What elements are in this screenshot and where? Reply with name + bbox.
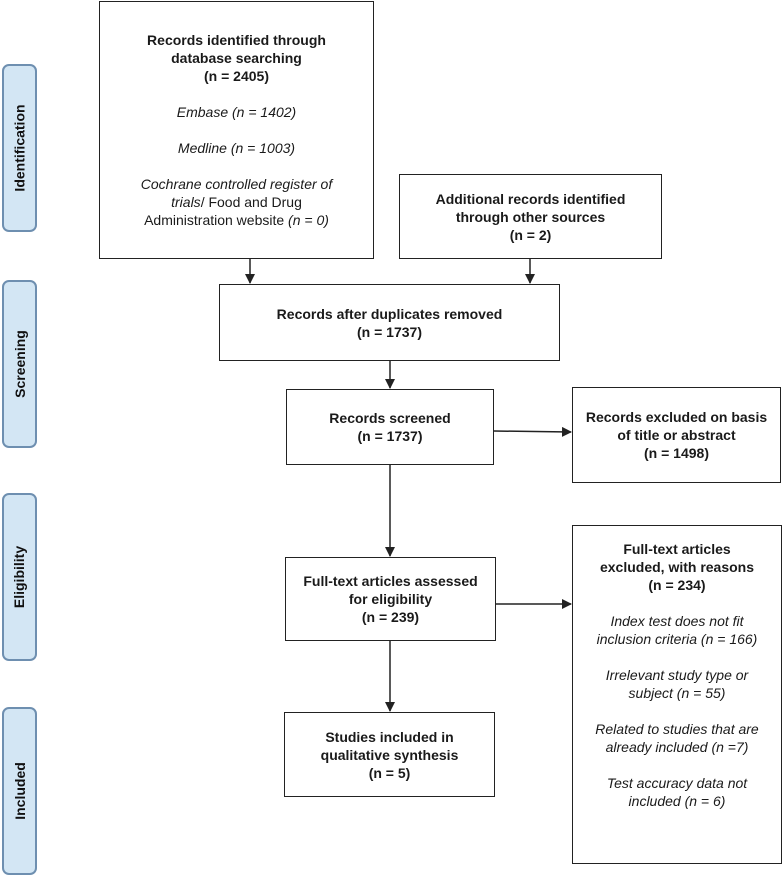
records-screened-box: Records screened (n = 1737) [286, 389, 494, 465]
stage-included: Included [2, 707, 37, 875]
database-trials: trials [171, 194, 201, 210]
excluded-title-line2: of title or abstract [617, 427, 736, 443]
fulltext-excluded-box: Full-text articles excluded, with reason… [572, 525, 782, 864]
stage-eligibility: Eligibility [2, 493, 37, 661]
database-admin: Administration website [144, 212, 285, 228]
arrow-screened-to-excluded [493, 426, 572, 437]
excluded-title-abstract-box: Records excluded on basis of title or ab… [572, 387, 781, 483]
included-line1: Studies included in [325, 728, 454, 745]
database-admin-line: Administration website (n = 0) [144, 211, 329, 229]
reason-index-test-line2: inclusion criteria (n = 166) [596, 631, 758, 647]
stage-screening: Screening [2, 280, 37, 448]
database-count: (n = 2405) [204, 68, 269, 84]
fulltext-assessed-box: Full-text articles assessed for eligibil… [285, 557, 496, 641]
screened-count: (n = 1737) [357, 428, 423, 444]
reason-irrelevant-line1: Irrelevant study type or [605, 667, 749, 683]
database-admin-count: (n = 0) [288, 212, 329, 228]
screened-line1: Records screened [329, 410, 451, 426]
database-embase: Embase (n = 1402) [176, 104, 297, 120]
fulltext-line2: for eligibility [348, 591, 433, 607]
fulltext-excluded-line2: excluded, with reasons [599, 559, 755, 575]
database-title-line1: Records identified through [147, 32, 326, 48]
studies-included-box: Studies included in qualitative synthesi… [284, 712, 495, 797]
stage-identification: Identification [2, 64, 37, 232]
duplicates-line1: Records after duplicates removed [276, 305, 503, 322]
database-search-box: Records identified through database sear… [99, 1, 374, 259]
reason-accuracy-line2: included (n = 6) [628, 793, 726, 809]
database-trials-line: trials/ Food and Drug [171, 193, 302, 211]
reason-index-test-line1: Index test does not fit [610, 613, 744, 629]
included-line2: qualitative synthesis [320, 746, 459, 763]
included-count: (n = 5) [368, 764, 411, 781]
duplicates-removed-box: Records after duplicates removed (n = 17… [219, 284, 560, 361]
fulltext-excluded-line1: Full-text articles [623, 541, 731, 557]
fulltext-count: (n = 239) [361, 609, 420, 625]
reason-related-line2: already included (n =7) [605, 739, 749, 755]
excluded-title-count: (n = 1498) [644, 445, 709, 461]
database-title-line2: database searching [171, 50, 302, 66]
additional-line2: through other sources [455, 208, 606, 225]
reason-related-line1: Related to studies that are [595, 721, 759, 737]
additional-count: (n = 2) [509, 226, 552, 243]
excluded-title-line1: Records excluded on basis [585, 409, 768, 425]
additional-records-box: Additional records identified through ot… [399, 174, 662, 259]
database-medline: Medline (n = 1003) [177, 140, 296, 156]
reason-accuracy-line1: Test accuracy data not [606, 775, 748, 791]
duplicates-count: (n = 1737) [357, 323, 422, 340]
additional-line1: Additional records identified [435, 190, 626, 207]
fulltext-excluded-count: (n = 234) [648, 577, 706, 593]
fulltext-line1: Full-text articles assessed [303, 573, 478, 589]
database-cochrane: Cochrane controlled register of [140, 176, 333, 192]
database-fda: / Food and Drug [200, 194, 302, 210]
reason-irrelevant-line2: subject (n = 55) [628, 685, 726, 701]
